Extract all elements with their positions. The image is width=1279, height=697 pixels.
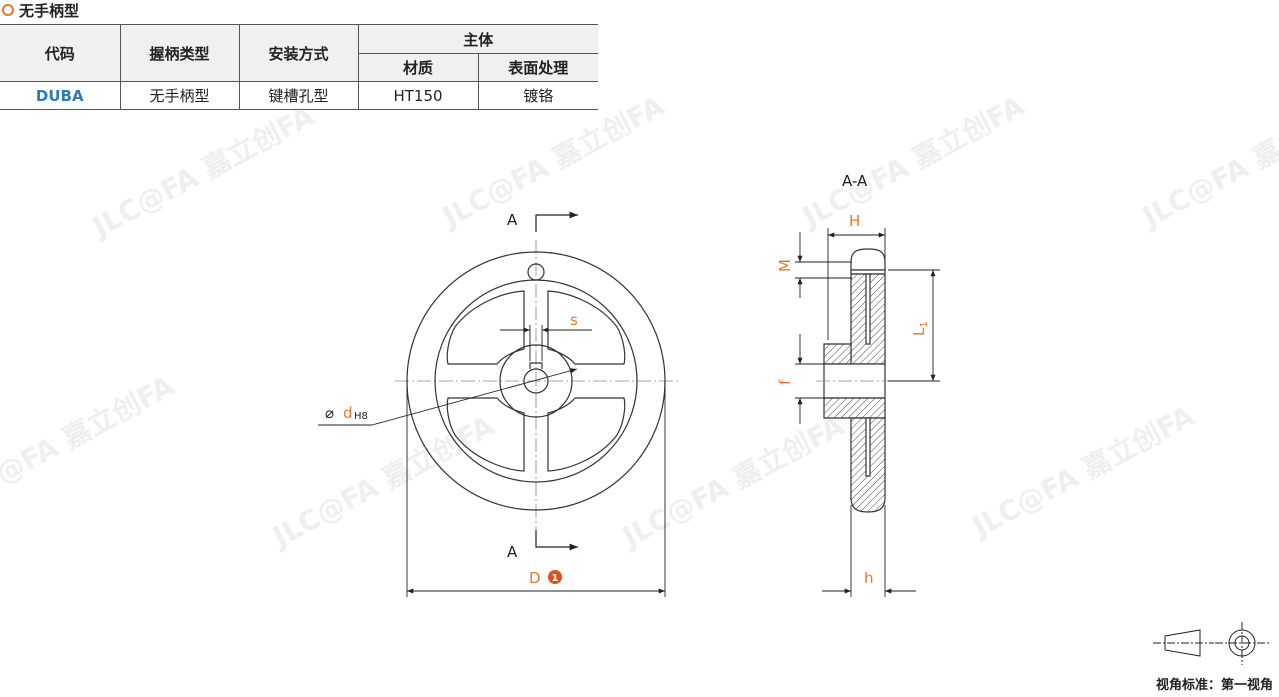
- dim-M: [795, 232, 852, 298]
- cell-material: HT150: [357, 81, 479, 110]
- dim-s: [500, 325, 592, 361]
- section-title-text: 无手柄型: [19, 1, 80, 20]
- bore: [523, 368, 549, 394]
- view-standard-note: 视角标准：第一视角: [1155, 678, 1273, 693]
- dim-f-label: f: [776, 379, 794, 385]
- header-handle-type: 握柄类型: [119, 24, 240, 82]
- note-badge: [548, 570, 562, 584]
- dim-M-label: M: [776, 259, 794, 272]
- section-label-bottom: A: [507, 543, 518, 561]
- dim-D-label: D: [529, 569, 541, 587]
- diameter-symbol: ⌀: [325, 404, 334, 422]
- table-row: DUBA 无手柄型 键槽孔型 HT150 镀铬: [0, 81, 598, 110]
- cell-mounting: 键槽孔型: [238, 81, 359, 110]
- dim-H: [827, 228, 886, 340]
- keyway: [529, 362, 543, 369]
- dim-d-tolerance: H8: [354, 411, 368, 422]
- section-title: 无手柄型: [2, 0, 79, 20]
- dim-s-label: s: [570, 311, 578, 329]
- rim-hole: [527, 263, 545, 281]
- section-label-top: A: [507, 211, 518, 229]
- dim-h: [822, 505, 916, 597]
- dim-D: [406, 381, 666, 597]
- spec-table: 代码 握柄类型 安装方式 主体 材质 表面处理 DUBA 无手柄型 键槽孔型 H…: [0, 24, 598, 110]
- circle-bullet-icon: [2, 4, 14, 16]
- first-angle-projection-icon: [1153, 622, 1270, 665]
- header-code: 代码: [0, 24, 121, 82]
- hub: [499, 344, 573, 418]
- dim-d-label: d: [343, 404, 353, 422]
- section-view: [823, 248, 886, 513]
- header-material: 材质: [358, 53, 479, 82]
- section-arrow-bottom: [535, 530, 578, 551]
- dim-L1-label: L1: [910, 321, 930, 336]
- dim-f: [795, 334, 824, 424]
- cell-handle-type: 无手柄型: [119, 81, 240, 110]
- dim-H-label: H: [849, 212, 860, 230]
- cell-code[interactable]: DUBA: [0, 81, 121, 110]
- cell-surface: 镀铬: [477, 81, 598, 110]
- spoke-window-br: [547, 397, 626, 472]
- section-view-title: A-A: [842, 172, 868, 190]
- header-body-group: 主体: [357, 24, 598, 54]
- spoke-window-tr: [547, 290, 626, 365]
- header-mounting: 安装方式: [238, 24, 359, 82]
- front-view: [395, 240, 680, 540]
- dim-L1: [888, 269, 940, 382]
- spoke-window-bl: [446, 397, 525, 472]
- dim-d: [318, 368, 578, 426]
- header-surface: 表面处理: [477, 53, 598, 82]
- note-badge-number: 1: [552, 573, 559, 584]
- dim-h-label: h: [864, 569, 874, 587]
- spoke-window-tl: [446, 290, 525, 365]
- section-arrow-top: [535, 211, 578, 232]
